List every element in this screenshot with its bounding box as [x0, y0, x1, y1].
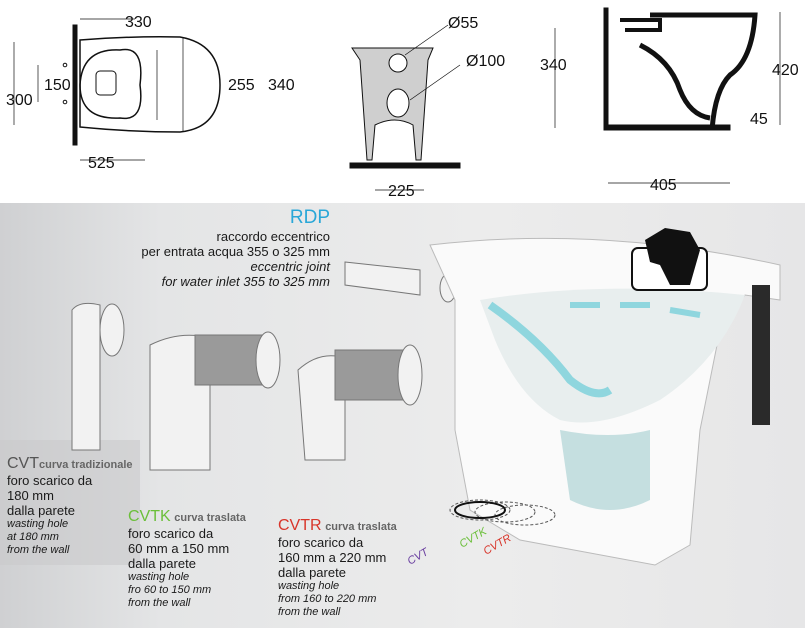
rdp-code: RDP [289, 207, 330, 228]
dim-45: 45 [750, 111, 768, 128]
cvt-flange [99, 303, 125, 357]
cvtr-it-2: 160 mm a 220 mm [278, 550, 387, 565]
cvt-en-3: from the wall [7, 544, 70, 556]
technical-drawings: 330 525 255 340 150 300 Ø55 Ø100 225 [6, 7, 799, 200]
cvt-it-3: dalla parete [7, 503, 75, 518]
dim-340-side: 340 [540, 57, 567, 74]
dim-340: 340 [268, 77, 295, 94]
front-view-drawing [349, 24, 461, 191]
cvt-it-2: 180 mm [7, 488, 54, 503]
cvtr-subtitle: curva traslata [325, 521, 397, 533]
flow-arrow [487, 301, 613, 398]
dim-300: 300 [6, 92, 33, 109]
diagram-label-cvt: CVT [406, 546, 432, 568]
rdp-description: RDP raccordo eccentrico per entrata acqu… [141, 207, 330, 289]
cvt-description: CVTcurva tradizionale foro scarico da 18… [7, 456, 133, 557]
rdp-joint [344, 261, 421, 296]
cvtk-subtitle: curva traslata [174, 512, 246, 524]
cvtk-it-3: dalla parete [128, 556, 196, 571]
cvt-en-2: at 180 mm [7, 531, 59, 543]
dim-525: 525 [88, 155, 115, 172]
dim-150: 150 [44, 77, 71, 94]
cvtr-it-1: foro scarico da [278, 535, 364, 550]
discharge-diagram [449, 499, 556, 526]
hand-wipe-icon [631, 228, 708, 291]
rdp-line-4: for water inlet 355 to 325 mm [161, 274, 330, 289]
cvtr-it-3: dalla parete [278, 565, 346, 580]
cvt-en-1: wasting hole [7, 518, 69, 530]
cvtr-bellows [334, 349, 406, 401]
dim-405: 405 [650, 177, 677, 194]
cvt-subtitle: curva tradizionale [39, 459, 133, 471]
cvtk-it-2: 60 mm a 150 mm [128, 541, 230, 556]
cvtk-en-3: from the wall [128, 597, 191, 609]
cvtr-description: CVTR curva traslata foro scarico da 160 … [278, 518, 397, 619]
dim-255: 255 [228, 77, 255, 94]
cvtk-code: CVTK [128, 508, 171, 525]
cvtk-bellows [194, 334, 266, 386]
rdp-line-2: per entrata acqua 355 o 325 mm [141, 244, 330, 259]
toilet-cutaway [429, 237, 781, 566]
cvt-code: CVT [7, 455, 39, 472]
dim-420: 420 [772, 62, 799, 79]
plan-view-drawing [13, 18, 221, 161]
cvtk-en-2: fro 60 to 150 mm [128, 584, 212, 596]
cvtr-pipe [297, 355, 346, 461]
dim-diam-100: Ø100 [466, 53, 505, 70]
dim-330: 330 [125, 14, 152, 31]
cvt-pipe [71, 302, 101, 451]
dim-diam-55: Ø55 [448, 15, 478, 32]
rdp-line-3: eccentric joint [250, 259, 330, 274]
dim-225: 225 [388, 183, 415, 200]
side-view-drawing [554, 7, 781, 184]
rdp-line-1: raccordo eccentrico [216, 229, 330, 244]
cvtr-en-2: from 160 to 220 mm [278, 593, 377, 605]
cvtk-description: CVTK curva traslata foro scarico da 60 m… [128, 509, 246, 610]
cvtk-en-1: wasting hole [128, 571, 190, 583]
cvt-it-1: foro scarico da [7, 473, 93, 488]
cvtr-code: CVTR [278, 517, 322, 534]
cvtk-it-1: foro scarico da [128, 526, 214, 541]
cvtr-en-3: from the wall [278, 606, 341, 618]
cvtr-en-1: wasting hole [278, 580, 340, 592]
flow-arrows-rim [570, 302, 701, 318]
